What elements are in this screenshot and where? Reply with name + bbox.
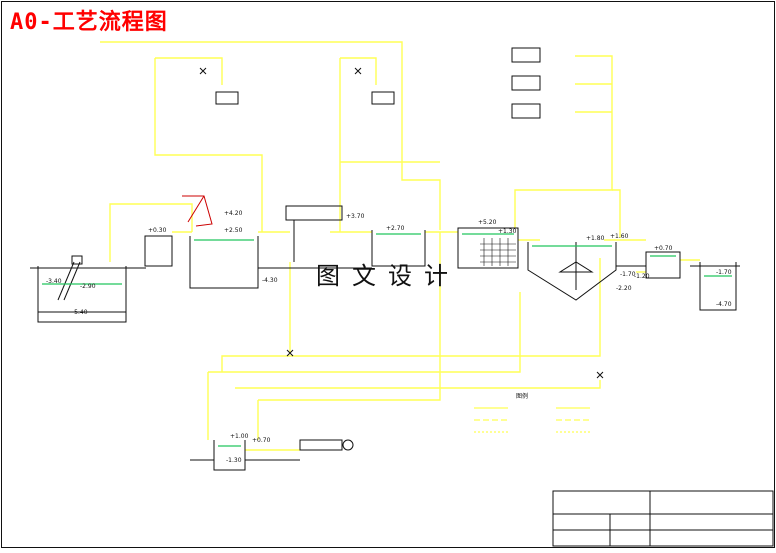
level-filter-water: +1.30 bbox=[498, 228, 517, 235]
level-grille-3: -5.40 bbox=[72, 309, 88, 316]
dosing-skid-2 bbox=[371, 91, 395, 105]
pipe-sludge-7 bbox=[235, 380, 601, 389]
level-final-2: -1.20 bbox=[634, 273, 650, 280]
blower-3 bbox=[511, 103, 541, 119]
watermark: 图文设计 bbox=[316, 262, 460, 290]
water-levels bbox=[42, 233, 732, 447]
pipe-air-branch-1 bbox=[154, 58, 263, 232]
level-second-tank: +2.70 bbox=[386, 225, 405, 232]
pipe-main-inlet bbox=[109, 203, 193, 262]
level-splitter: +3.70 bbox=[346, 213, 365, 220]
blower-2 bbox=[511, 75, 541, 91]
level-clarifier-side: -1.70 bbox=[620, 271, 636, 278]
dosing-feed-line bbox=[182, 195, 213, 227]
title-block bbox=[552, 490, 774, 547]
level-filter-top: +5.20 bbox=[478, 219, 497, 226]
valve-2 bbox=[354, 67, 362, 75]
clarifier bbox=[527, 242, 617, 301]
level-grille-2: -2.90 bbox=[80, 283, 96, 290]
blower-1 bbox=[511, 47, 541, 63]
pipe-air-branch-2-top bbox=[340, 57, 377, 85]
pipe-blower-1 bbox=[514, 55, 613, 228]
ao-tank bbox=[189, 236, 259, 289]
filter-media bbox=[480, 238, 516, 266]
level-reuse-1: -1.70 bbox=[716, 269, 732, 276]
level-reuse-2: -4.70 bbox=[716, 301, 732, 308]
secondary-tank bbox=[371, 230, 426, 267]
pipe-sludge-4 bbox=[221, 258, 601, 372]
level-sludge-2: +0.70 bbox=[252, 437, 271, 444]
legend-lines bbox=[474, 407, 590, 433]
valve-3 bbox=[286, 349, 294, 357]
legend-title: 图例 bbox=[516, 392, 528, 400]
valve-1 bbox=[199, 67, 207, 75]
filter-unit bbox=[457, 227, 519, 269]
dosing-feed-line-2 bbox=[187, 195, 205, 223]
disinfection-tank bbox=[645, 251, 681, 279]
grille-screen-head bbox=[71, 255, 83, 265]
elevation-labels: -3.40 -2.90 -5.40 +0.30 +4.20 +2.50 -4.3… bbox=[46, 210, 732, 464]
pipe-air-branch-1-top bbox=[155, 57, 223, 85]
dewatering-motor bbox=[342, 439, 354, 451]
clarifier-cone bbox=[558, 261, 594, 273]
pipe-sludge-5 bbox=[258, 232, 441, 401]
level-grille-1: -3.40 bbox=[46, 278, 62, 285]
dewatering-pump bbox=[299, 439, 343, 451]
valve-4 bbox=[596, 371, 604, 379]
pipe-blower-4 bbox=[612, 189, 621, 238]
level-tank-bottom: -4.30 bbox=[262, 277, 278, 284]
equipment bbox=[30, 47, 774, 547]
splitter-box bbox=[285, 205, 343, 221]
dosing-skid-1 bbox=[215, 91, 239, 105]
dosing-annotation bbox=[182, 195, 213, 227]
level-lift-out: +0.30 bbox=[148, 227, 167, 234]
level-sludge-1: +1.00 bbox=[230, 433, 249, 440]
pipe-network bbox=[100, 41, 700, 451]
sludge-tank bbox=[213, 440, 246, 471]
lift-pump-well bbox=[144, 235, 173, 267]
reuse-pool bbox=[699, 262, 737, 311]
level-final-1: +0.70 bbox=[654, 245, 673, 252]
level-clarifier-bottom: -2.20 bbox=[616, 285, 632, 292]
level-tank-top: +4.20 bbox=[224, 210, 243, 217]
pipe-sludge-3 bbox=[208, 292, 521, 373]
grille-well bbox=[37, 266, 127, 323]
level-sludge-3: -1.30 bbox=[226, 457, 242, 464]
drawing-title: A0-工艺流程图 bbox=[10, 10, 168, 35]
level-clarifier-out: +1.60 bbox=[610, 233, 629, 240]
pipe-air-header bbox=[100, 41, 441, 230]
level-tank-water: +2.50 bbox=[224, 227, 243, 234]
level-clarifier: +1.80 bbox=[586, 235, 605, 242]
